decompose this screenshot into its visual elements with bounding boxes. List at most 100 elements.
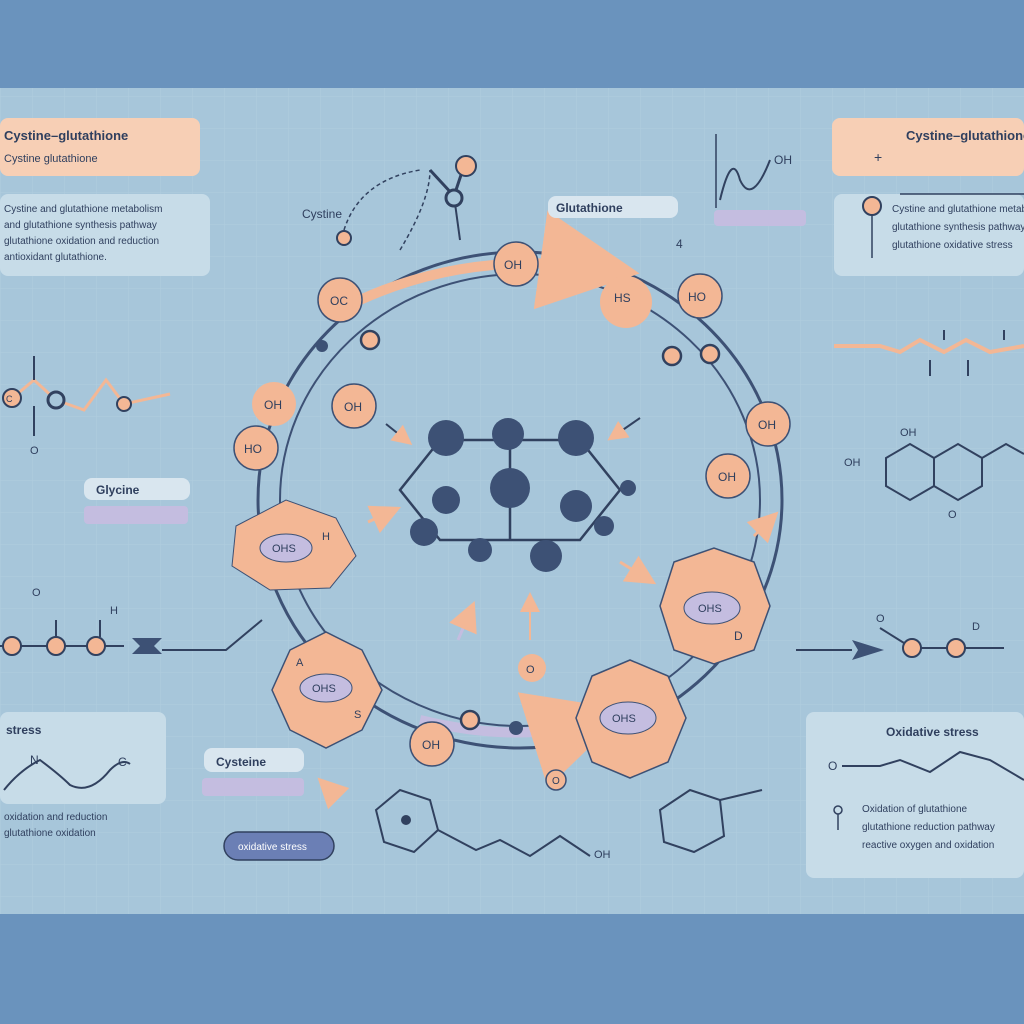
atom-ho bbox=[677, 273, 723, 319]
panel-bottom-right: Oxidative stress O Oxidation of glutathi… bbox=[806, 712, 1024, 878]
atom-label-oh: OH bbox=[844, 457, 861, 469]
atom-label-d: D bbox=[734, 629, 743, 643]
atom-oc bbox=[317, 277, 363, 323]
panel-top-left-body-line: Cystine and glutathione metabolism bbox=[4, 204, 162, 215]
wave-line bbox=[842, 750, 1024, 781]
cysteine-tag: Cysteine bbox=[202, 748, 304, 796]
oxidative-stress-button[interactable]: oxidative stress bbox=[223, 831, 335, 861]
hexagon-bottom-right-oval bbox=[599, 701, 657, 735]
cysteine-tag-bar bbox=[202, 778, 304, 796]
label-num-4: 4 bbox=[676, 237, 683, 251]
atom-label: HO bbox=[688, 290, 706, 304]
atom-node bbox=[46, 390, 66, 410]
arrow bbox=[367, 505, 401, 534]
atom-node bbox=[902, 638, 922, 658]
curved-arrow bbox=[343, 169, 421, 231]
panel-top-right-body-line: Cystine and glutathione metabolism bbox=[892, 204, 1024, 215]
panel-top-right-body-line: glutathione oxidative stress bbox=[892, 240, 1013, 251]
atom-node bbox=[699, 343, 721, 365]
top-molecule: Cystine bbox=[302, 155, 477, 251]
panel-top-left-body-line: glutathione oxidation and reduction bbox=[4, 236, 159, 247]
atom-node bbox=[359, 329, 381, 351]
atom-oh bbox=[331, 383, 377, 429]
oxidative-stress-button-bg[interactable] bbox=[223, 831, 335, 861]
ring-atoms: OC OH HS HO OH HO OH OH OH OH O O bbox=[233, 241, 791, 791]
atom-label: OH bbox=[422, 738, 440, 752]
left-chain-molecule: O C bbox=[2, 356, 171, 457]
atom-label-c: C bbox=[6, 394, 13, 404]
right-wave-molecule bbox=[834, 330, 1024, 376]
atom-label-oh: OH bbox=[900, 427, 917, 439]
panel-bottom-left-title: stress bbox=[6, 723, 42, 737]
bond-line bbox=[719, 789, 763, 801]
atom-ho bbox=[233, 425, 279, 471]
glycine-tag-box bbox=[84, 478, 190, 500]
atom-label: OH bbox=[504, 258, 522, 272]
glutathione-tag: Glutathione 4 bbox=[548, 196, 683, 251]
hexagon-ring bbox=[658, 788, 726, 854]
panel-top-left-body-box bbox=[0, 194, 210, 276]
atom-label-d: D bbox=[972, 621, 980, 633]
atom-node bbox=[336, 230, 352, 246]
atom-hs bbox=[600, 276, 652, 328]
atom-node bbox=[946, 638, 966, 658]
hexagon-left-label: OHS bbox=[272, 543, 296, 555]
atom-oh bbox=[705, 453, 751, 499]
atom-node bbox=[46, 636, 66, 656]
panel-top-left-body-line: and glutathione synthesis pathway bbox=[4, 220, 157, 231]
atom-o bbox=[518, 654, 546, 682]
atom-oh bbox=[493, 241, 539, 287]
panel-bottom-right-title: Oxidative stress bbox=[886, 725, 979, 739]
atom-oh bbox=[745, 401, 791, 447]
benzene-ring bbox=[981, 442, 1024, 459]
left-bottom-chain: O H bbox=[0, 587, 263, 656]
atom-node bbox=[459, 709, 481, 731]
panel-bottom-left-box bbox=[0, 712, 166, 804]
central-atom bbox=[428, 420, 464, 456]
mini-chart-label: OH bbox=[774, 153, 792, 167]
panel-bottom-right-body-line: glutathione reduction pathway bbox=[862, 822, 995, 833]
label-glutathione: Glutathione bbox=[556, 201, 623, 215]
label-cystine-top: Cystine bbox=[302, 207, 342, 221]
bottom-band bbox=[0, 914, 1024, 1024]
right-benzene-molecule: OH OH O bbox=[844, 427, 1024, 521]
oxidative-stress-button-label[interactable]: oxidative stress bbox=[238, 842, 307, 853]
panel-bottom-left: stress N C oxidation and reduction gluta… bbox=[0, 712, 166, 839]
mini-chart: OH bbox=[714, 134, 806, 226]
atom-label: OH bbox=[758, 418, 776, 432]
wave-line bbox=[3, 758, 131, 791]
atom-label-o: O bbox=[828, 759, 837, 773]
wave-line bbox=[834, 337, 1024, 355]
bottom-structure: OH bbox=[374, 788, 763, 861]
atom-node bbox=[2, 636, 22, 656]
benzene-ring bbox=[933, 442, 983, 502]
atom-label: HS bbox=[614, 291, 631, 305]
atom-node bbox=[316, 340, 328, 352]
central-atom bbox=[432, 486, 460, 514]
atom-label: O bbox=[526, 664, 535, 676]
panel-bottom-left-body-line: oxidation and reduction bbox=[4, 812, 107, 823]
atom-node bbox=[862, 196, 882, 216]
atom-label-a: A bbox=[296, 657, 304, 669]
panel-top-right-body-box bbox=[834, 194, 1024, 276]
hexagon-right-oval bbox=[683, 591, 741, 625]
arrow bbox=[449, 600, 477, 641]
arrow bbox=[607, 417, 641, 441]
central-atom bbox=[490, 468, 530, 508]
arrow bbox=[317, 777, 350, 810]
atom-label-o: O bbox=[32, 587, 41, 599]
central-atom bbox=[492, 418, 524, 450]
mini-chart-curve bbox=[719, 159, 771, 201]
flow-arrow-right bbox=[852, 640, 884, 660]
atom-label: HO bbox=[244, 442, 262, 456]
atom-label: OH bbox=[344, 400, 362, 414]
glycine-tag: Glycine bbox=[84, 478, 190, 524]
label-cysteine: Cysteine bbox=[216, 755, 266, 769]
panel-top-right-title: Cystine–glutathione bbox=[906, 128, 1024, 143]
curved-arrow bbox=[399, 169, 431, 251]
panel-top-right-title-box bbox=[832, 118, 1024, 176]
panel-top-left: Cystine–glutathione Cystine glutathione … bbox=[0, 118, 210, 276]
central-atom bbox=[560, 490, 592, 522]
panel-top-right-body-line: glutathione synthesis pathway bbox=[892, 222, 1024, 233]
arrow bbox=[619, 555, 657, 585]
